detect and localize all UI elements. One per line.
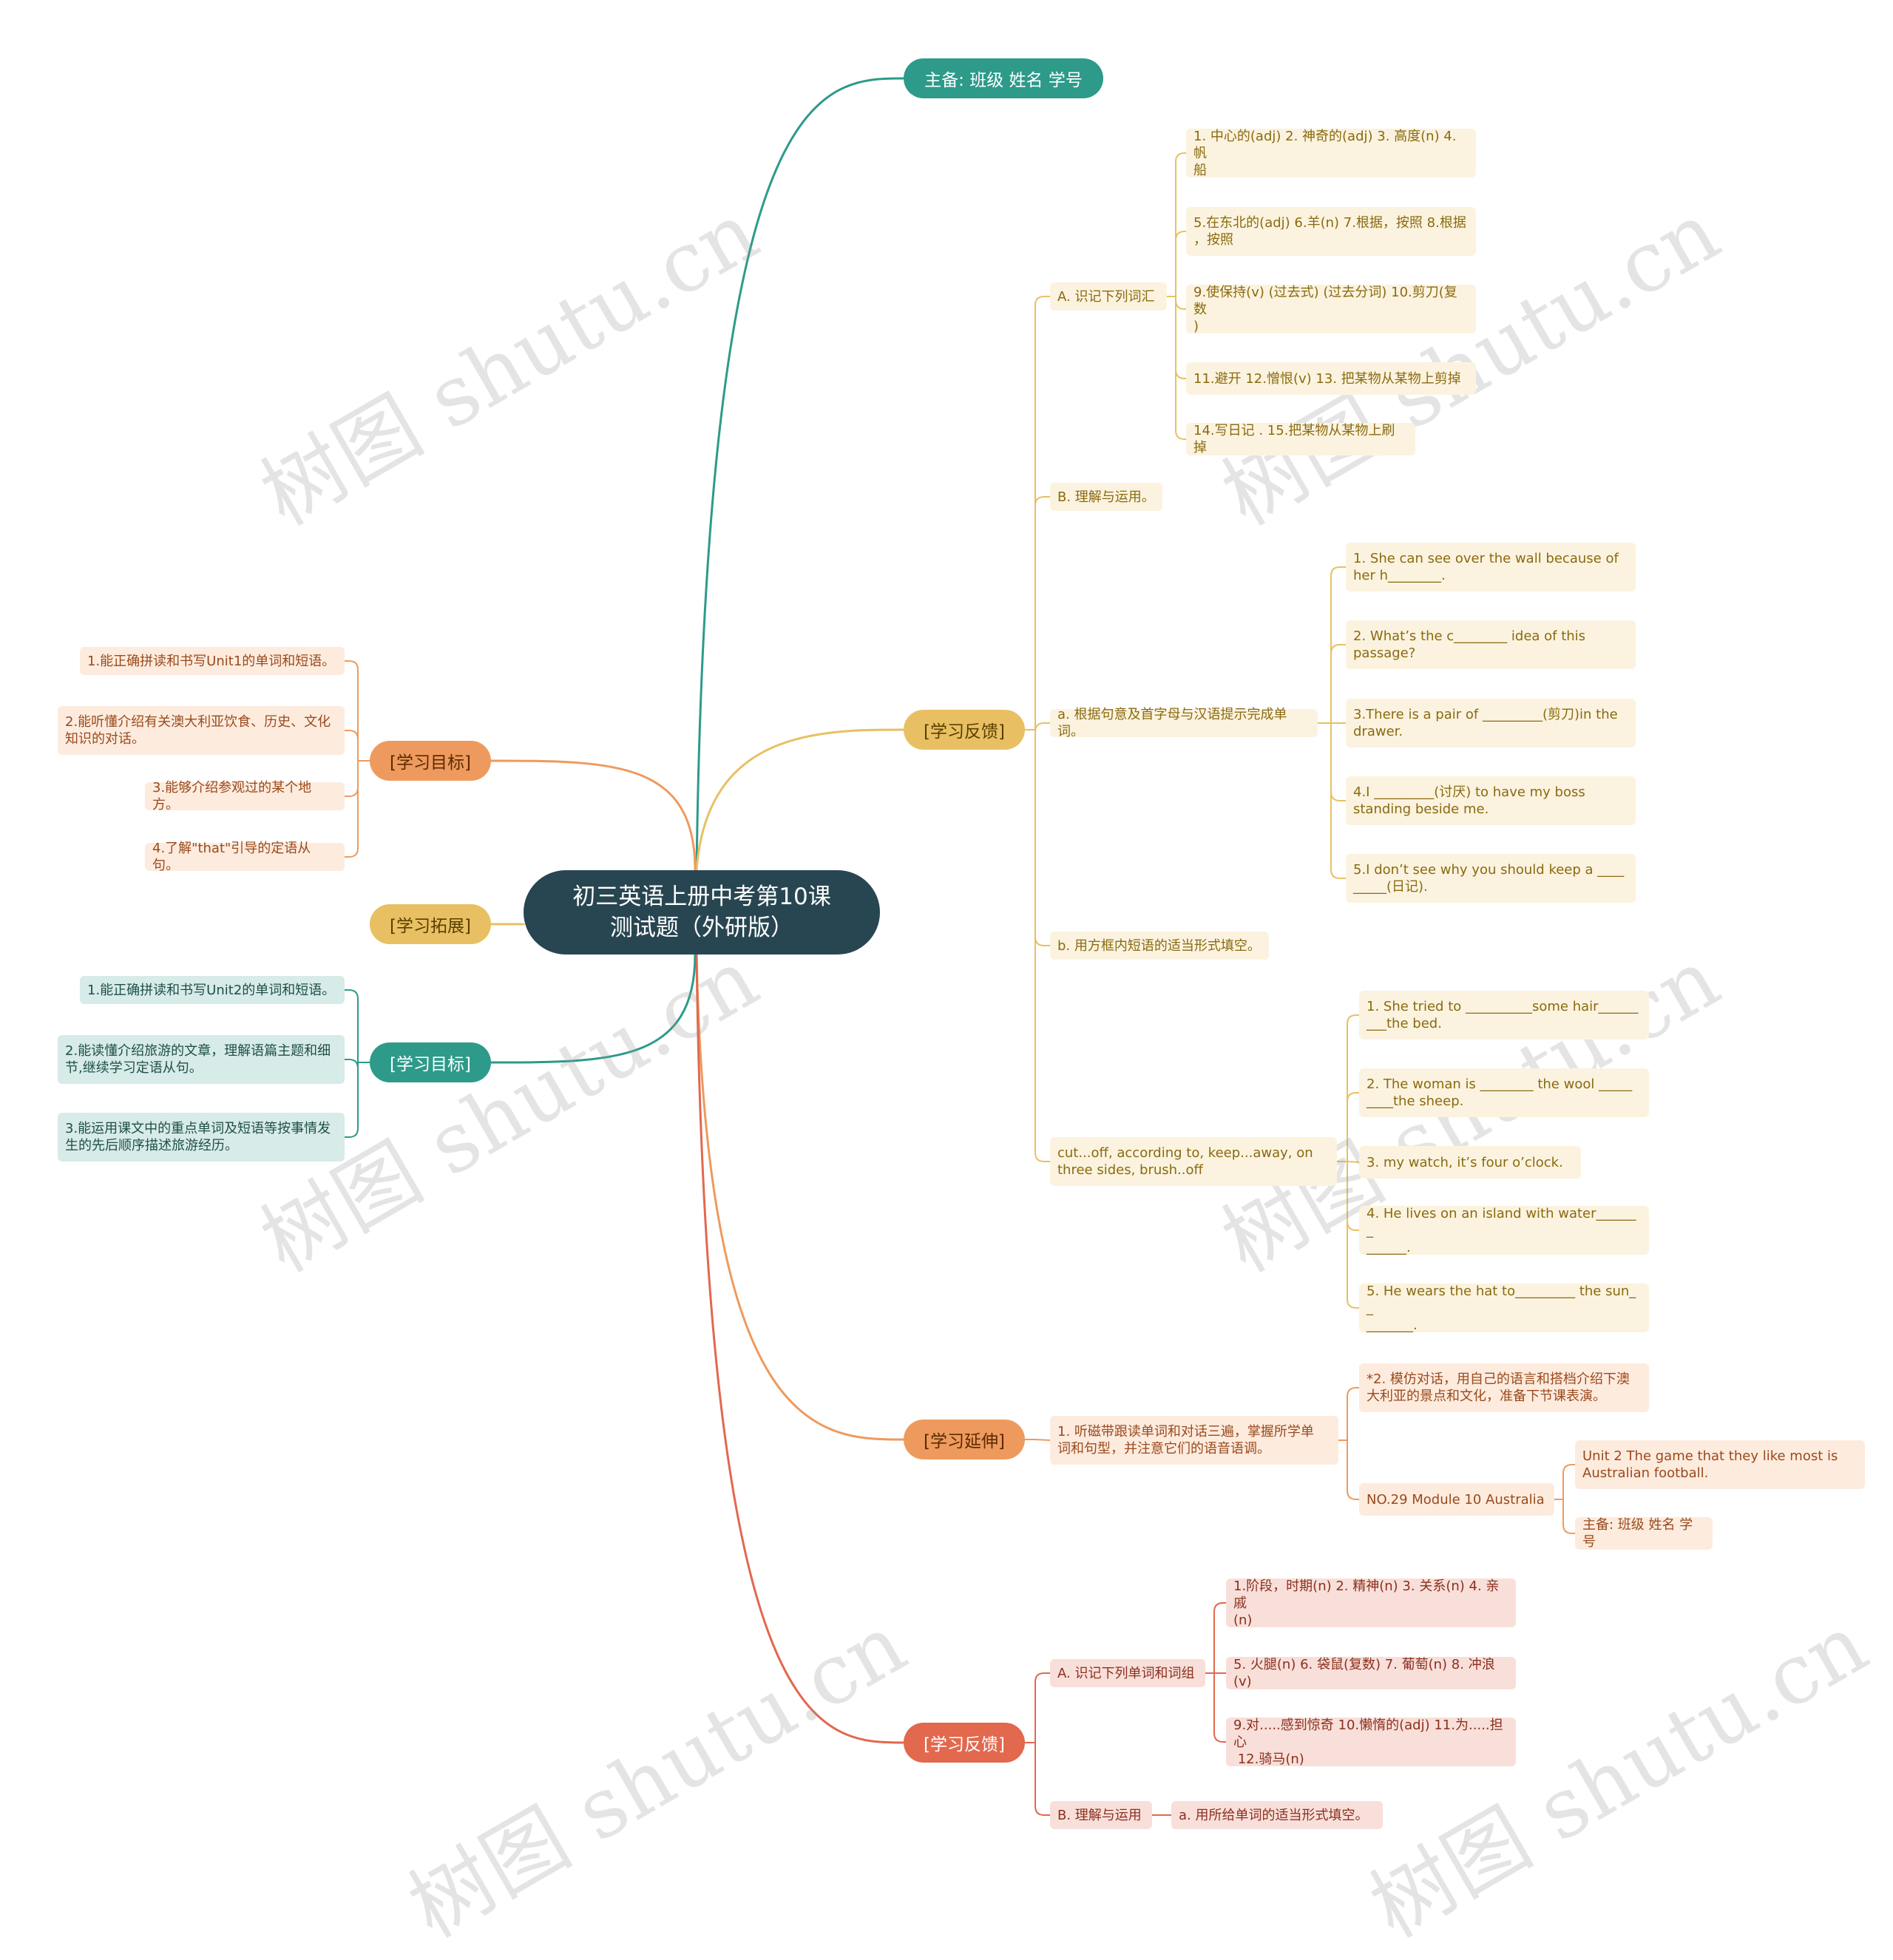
goal2-item[interactable]: 1.能正确拼读和书写Unit2的单词和短语。 bbox=[80, 976, 345, 1004]
top-prep-node[interactable]: 主备: 班级 姓名 学号 bbox=[904, 58, 1103, 98]
connector-line bbox=[1034, 722, 1051, 733]
fill-item[interactable]: 5.I don’t see why you should keep a ____… bbox=[1346, 854, 1636, 903]
vocab-a-node[interactable]: A. 识记下列词汇 bbox=[1050, 282, 1167, 311]
connector-line bbox=[344, 760, 359, 858]
connector-line bbox=[1034, 729, 1051, 1162]
understand2-b-item[interactable]: a. 用所给单词的适当形式填空。 bbox=[1171, 1801, 1383, 1829]
extension-item[interactable]: NO.29 Module 10 Australia bbox=[1359, 1483, 1554, 1516]
fill-item[interactable]: 1. She can see over the wall because of … bbox=[1346, 543, 1636, 591]
goal-item[interactable]: 4.了解"that"引导的定语从句。 bbox=[145, 841, 345, 873]
connector-line bbox=[344, 1062, 359, 1138]
understand2-b-node[interactable]: B. 理解与运用 bbox=[1050, 1801, 1152, 1829]
connector-line bbox=[1562, 1464, 1576, 1500]
phrase-item[interactable]: 5. He wears the hat to_________ the sun_… bbox=[1359, 1284, 1649, 1333]
connector-line bbox=[1330, 722, 1347, 801]
expand-node[interactable]: [学习拓展] bbox=[370, 904, 491, 944]
connector-line bbox=[490, 759, 697, 872]
connector-line bbox=[1330, 566, 1347, 724]
connector-line bbox=[1034, 729, 1051, 946]
connector-line bbox=[1347, 1092, 1360, 1162]
connector-line bbox=[1034, 1672, 1051, 1743]
goal-item[interactable]: 2.能听懂介绍有关澳大利亚饮食、历史、文化 知识的对话。 bbox=[58, 706, 345, 755]
connector-line bbox=[1347, 1440, 1360, 1500]
connector-line bbox=[1175, 152, 1187, 297]
vocab-item[interactable]: 11.避开 12.憎恨(v) 13. 把某物从某物上剪掉 bbox=[1186, 362, 1476, 395]
root-topic[interactable]: 初三英语上册中考第10课 测试题（外研版） bbox=[524, 870, 880, 954]
vocab2-a-node[interactable]: A. 识记下列单词和词组 bbox=[1050, 1659, 1205, 1687]
feedback-node-1[interactable]: [学习反馈] bbox=[904, 710, 1025, 750]
connector-line bbox=[1034, 1742, 1051, 1816]
connector-line bbox=[1347, 1387, 1360, 1441]
connector-line bbox=[1347, 1161, 1360, 1309]
vocab-item[interactable]: 1. 中心的(adj) 2. 神奇的(adj) 3. 高度(n) 4. 帆 船 bbox=[1186, 129, 1476, 178]
connector-line bbox=[1034, 296, 1051, 730]
phrase-item[interactable]: 4. He lives on an island with water_____… bbox=[1359, 1206, 1649, 1255]
extension-item[interactable]: *2. 模仿对话，用自己的语言和搭档介绍下澳 大利亚的景点和文化，准备下节课表演… bbox=[1359, 1363, 1649, 1412]
vocab-item[interactable]: 9.使保持(v) (过去式) (过去分词) 10.剪刀(复数 ) bbox=[1186, 285, 1476, 334]
vocab-item[interactable]: 14.写日记 . 15.把某物从某物上刷掉 bbox=[1186, 423, 1415, 455]
goals-node-1[interactable]: [学习目标] bbox=[370, 741, 491, 781]
connector-line bbox=[344, 730, 359, 762]
connector-line bbox=[1213, 1672, 1227, 1743]
vocab2-item[interactable]: 9.对.....感到惊奇 10.懒惰的(adj) 11.为.....担心 12.… bbox=[1226, 1717, 1516, 1767]
connector-line bbox=[344, 760, 359, 797]
connector-line bbox=[695, 728, 905, 872]
phrase-item[interactable]: 1. She tried to __________some hair_____… bbox=[1359, 991, 1649, 1040]
connector-line bbox=[1330, 644, 1347, 724]
goals-node-2[interactable]: [学习目标] bbox=[370, 1042, 491, 1082]
goal-item[interactable]: 3.能够介绍参观过的某个地方。 bbox=[145, 780, 345, 813]
phrase-b-node[interactable]: b. 用方框内短语的适当形式填空。 bbox=[1050, 932, 1269, 960]
connector-line bbox=[1175, 296, 1187, 440]
connector-line bbox=[695, 77, 905, 872]
connector-line bbox=[1213, 1602, 1227, 1674]
connector-line bbox=[1562, 1499, 1576, 1534]
vocab-item[interactable]: 5.在东北的(adj) 6.羊(n) 7.根据，按照 8.根据 ，按照 bbox=[1186, 207, 1476, 256]
connector-line bbox=[1034, 496, 1051, 730]
fill-item[interactable]: 4.I _________(讨厌) to have my boss standi… bbox=[1346, 776, 1636, 825]
goal2-item[interactable]: 3.能运用课文中的重点单词及短语等按事情发 生的先后顺序描述旅游经历。 bbox=[58, 1113, 345, 1162]
fill-item[interactable]: 2. What’s the c________ idea of this pas… bbox=[1346, 620, 1636, 669]
connector-line bbox=[1175, 231, 1187, 297]
connector-line bbox=[344, 660, 359, 762]
vocab2-item[interactable]: 5. 火腿(n) 6. 袋鼠(复数) 7. 葡萄(n) 8. 冲浪(v) bbox=[1226, 1657, 1516, 1689]
connector-line bbox=[490, 953, 697, 1064]
connector-line bbox=[1175, 296, 1187, 310]
extension-node[interactable]: [学习延伸] bbox=[904, 1420, 1025, 1459]
understand-b-node[interactable]: B. 理解与运用。 bbox=[1050, 483, 1162, 511]
fill-a-node[interactable]: a. 根据句意及首字母与汉语提示完成单词。 bbox=[1050, 707, 1318, 739]
phrase-item[interactable]: 3. my watch, it’s four o’clock. bbox=[1359, 1146, 1581, 1179]
feedback-node-2[interactable]: [学习反馈] bbox=[904, 1723, 1025, 1763]
vocab2-item[interactable]: 1.阶段，时期(n) 2. 精神(n) 3. 关系(n) 4. 亲戚 (n) bbox=[1226, 1578, 1516, 1628]
goal-item[interactable]: 1.能正确拼读和书写Unit1的单词和短语。 bbox=[80, 647, 345, 675]
extension-sub-item[interactable]: 主备: 班级 姓名 学号 bbox=[1575, 1517, 1713, 1550]
connector-line bbox=[344, 1059, 359, 1069]
connector-line bbox=[695, 953, 905, 1744]
fill-item[interactable]: 3.There is a pair of _________(剪刀)in the… bbox=[1346, 699, 1636, 747]
connector-line bbox=[695, 953, 905, 1441]
extension-sub-item[interactable]: Unit 2 The game that they like most is A… bbox=[1575, 1440, 1865, 1489]
extension-task-node[interactable]: 1. 听磁带跟读单词和对话三遍，掌握所学单 词和句型，并注意它们的语音语调。 bbox=[1050, 1416, 1338, 1465]
connector-line bbox=[1347, 1014, 1360, 1162]
phrase-list-node[interactable]: cut...off, according to, keep...away, on… bbox=[1050, 1137, 1337, 1186]
connector-line bbox=[344, 989, 359, 1063]
connector-line bbox=[1330, 722, 1347, 879]
phrase-item[interactable]: 2. The woman is ________ the wool _____ … bbox=[1359, 1068, 1649, 1117]
connector-lines bbox=[344, 77, 1576, 1816]
goal2-item[interactable]: 2.能读懂介绍旅游的文章，理解语篇主题和细 节,继续学习定语从句。 bbox=[58, 1035, 345, 1084]
